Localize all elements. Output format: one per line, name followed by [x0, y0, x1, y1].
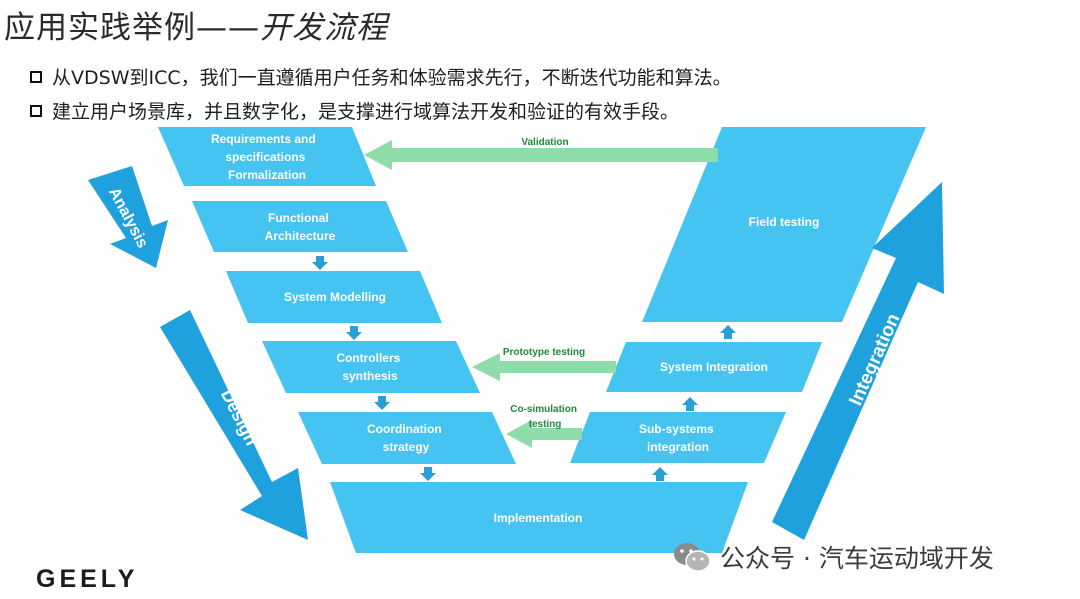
- field-testing-label: Field testing: [749, 215, 820, 229]
- design-arrow: [160, 310, 308, 540]
- stage-field-testing: [642, 127, 926, 322]
- system-modelling-label: System Modelling: [284, 290, 386, 304]
- title-main: 应用实践举例——: [4, 10, 260, 46]
- bullet-text-2: 建立用户场景库，并且数字化，是支撑进行域算法开发和验证的有效手段。: [52, 101, 680, 123]
- validation-label: Validation: [521, 137, 568, 148]
- controllers-label-2: synthesis: [342, 369, 398, 383]
- wechat-icon: [674, 543, 711, 572]
- cosim-label-2: testing: [529, 419, 562, 430]
- bullet-text-1: 从VDSW到ICC，我们一直遵循用户任务和体验需求先行，不断迭代功能和算法。: [52, 67, 732, 89]
- svg-text:Sub-systems integration: Sub-systems integration: [639, 422, 717, 454]
- title-accent: 开发流程: [260, 10, 388, 46]
- system-integration-label: System Integration: [660, 360, 768, 374]
- stage-system-modelling: [226, 271, 442, 323]
- functional-label-1: Functional: [268, 211, 329, 225]
- stage-coordination-strategy: [298, 412, 516, 464]
- functional-label-2: Architecture: [265, 229, 336, 243]
- bullet-item-1: 从VDSW到ICC，我们一直遵循用户任务和体验需求先行，不断迭代功能和算法。: [30, 63, 732, 90]
- prototype-testing-label: Prototype testing: [503, 347, 585, 358]
- page-title: 应用实践举例——开发流程: [4, 2, 388, 47]
- connector-arrow-1: [312, 256, 328, 270]
- controllers-label-1: Controllers: [336, 351, 400, 365]
- svg-text:Functional Architecture: Functional Architecture: [265, 211, 336, 243]
- sub-systems-label-1: Sub-systems: [639, 422, 714, 436]
- watermark: 公众号 · 汽车运动域开发: [672, 539, 994, 575]
- sub-systems-label-2: integration: [647, 440, 709, 454]
- stage-system-integration: [606, 342, 822, 392]
- stage-controllers-synthesis: [262, 341, 480, 393]
- svg-text:Requirements and specifica: Requirements and specifications Formaliz…: [211, 132, 319, 182]
- stage-functional-architecture: [192, 201, 408, 252]
- stage-sub-systems-integration: [570, 412, 786, 463]
- implementation-label: Implementation: [494, 511, 583, 525]
- connector-arrow-6: [682, 397, 698, 411]
- svg-text:Coordination strategy: Coordination strategy: [367, 422, 445, 454]
- requirements-label-1: Requirements and: [211, 132, 316, 146]
- connector-arrow-3: [374, 396, 390, 410]
- watermark-text: 公众号 · 汽车运动域开发: [720, 544, 994, 573]
- svg-text:Co-simulation testing: Co-simulation testing: [510, 404, 579, 430]
- prototype-testing-arrow: [472, 353, 616, 381]
- square-bullet-icon: [30, 70, 42, 83]
- integration-arrow: [772, 182, 944, 540]
- analysis-arrow: [88, 166, 168, 268]
- coordination-label-1: Coordination: [367, 422, 442, 436]
- cosim-label-1: Co-simulation: [510, 404, 577, 415]
- svg-text:Controllers synthesis: Controllers synthesis: [336, 351, 403, 383]
- validation-arrow: [364, 140, 718, 170]
- geely-logo: GEELY: [36, 565, 139, 593]
- connector-arrow-2: [346, 326, 362, 340]
- requirements-label-3: Formalization: [228, 168, 306, 182]
- coordination-label-2: strategy: [383, 440, 430, 454]
- stage-implementation: [330, 482, 748, 553]
- square-bullet-icon: [30, 104, 42, 117]
- connector-arrow-7: [720, 325, 736, 339]
- cosim-testing-arrow: [506, 420, 582, 448]
- connector-arrow-5: [652, 467, 668, 481]
- bullet-item-2: 建立用户场景库，并且数字化，是支撑进行域算法开发和验证的有效手段。: [30, 97, 679, 124]
- stage-requirements: [158, 127, 376, 186]
- connector-arrow-4: [420, 467, 436, 481]
- requirements-label-2: specifications: [225, 150, 305, 164]
